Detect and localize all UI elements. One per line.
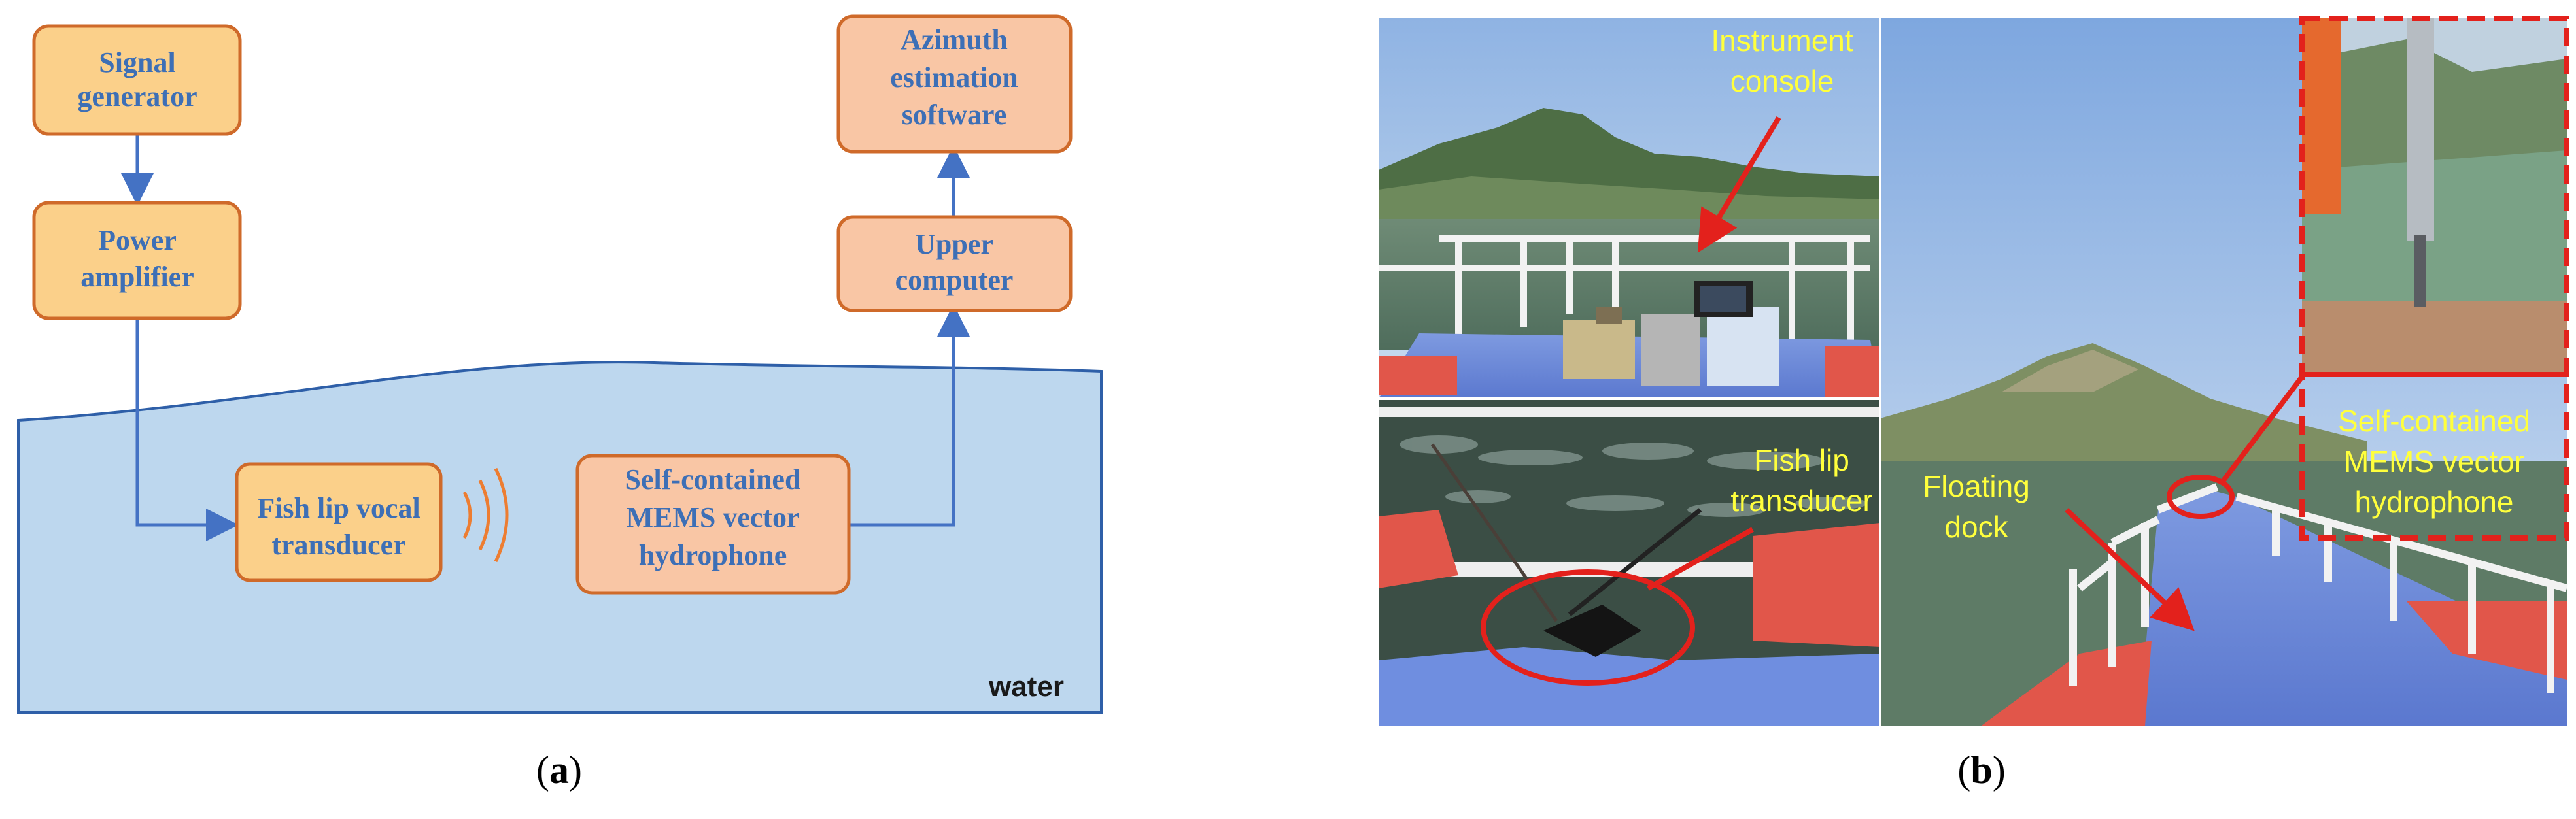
photo-instrument-console	[1379, 18, 1880, 399]
label-fish-lip-transducer-line2: transducer	[1730, 484, 1872, 518]
node-azimuth-software-line2: estimation	[890, 61, 1018, 93]
node-azimuth-software-line1: Azimuth	[901, 24, 1008, 56]
dock-pointer-arrow	[2065, 508, 2195, 631]
panel-a: water Signal generator Power amplifier F…	[17, 14, 1103, 792]
sound-wave-icon	[462, 467, 509, 563]
water-body	[17, 361, 1103, 714]
node-upper-computer-line1: Upper	[915, 228, 993, 260]
node-upper-computer: Upper computer	[836, 215, 1073, 312]
label-instrument-console-line1: Instrument	[1711, 24, 1853, 58]
caption-b: (b)	[1957, 748, 2005, 792]
node-hydrophone-line1: Self-contained	[625, 463, 801, 495]
node-fish-lip-transducer-line1: Fish lip vocal	[257, 492, 420, 524]
label-hydrophone-line2: MEMS vector	[2344, 444, 2524, 478]
photo-floating-dock	[1880, 16, 2569, 726]
node-power-amplifier-line2: amplifier	[80, 261, 194, 293]
label-hydrophone-line1: Self-contained	[2338, 404, 2530, 438]
node-hydrophone: Self-contained MEMS vector hydrophone	[575, 454, 851, 595]
hydrophone-highlight-circle	[2167, 475, 2235, 519]
label-floating-dock-line2: dock	[1944, 510, 2008, 544]
arrow-hydrophone-to-upper	[849, 304, 970, 527]
label-floating-dock-line1: Floating	[1923, 469, 2030, 503]
node-hydrophone-line2: MEMS vector	[626, 501, 799, 533]
photo-fish-lip-transducer	[1379, 399, 1880, 726]
label-instrument-console-line2: console	[1730, 64, 1834, 98]
node-signal-generator: Signal generator	[32, 24, 242, 136]
node-fish-lip-transducer-line2: transducer	[271, 529, 405, 561]
caption-a: (a)	[536, 748, 582, 792]
console-pointer-arrow	[1697, 116, 1781, 253]
label-fish-lip-transducer-line1: Fish lip	[1754, 443, 1849, 477]
node-azimuth-software: Azimuth estimation software	[836, 14, 1073, 154]
node-upper-computer-line2: computer	[895, 264, 1014, 296]
label-hydrophone-line3: hydrophone	[2355, 485, 2514, 519]
panel-b: Instrument console Fish lip transducer F…	[1379, 16, 2569, 792]
node-signal-generator-line2: generator	[77, 80, 197, 112]
node-power-amplifier: Power amplifier	[32, 201, 242, 320]
node-power-amplifier-line1: Power	[98, 224, 177, 256]
water-label: water	[988, 671, 1064, 703]
hydrophone-inset-frame	[2299, 16, 2569, 377]
arrow-power-to-transducer	[135, 318, 239, 541]
node-signal-generator-line1: Signal	[99, 46, 175, 78]
node-azimuth-software-line3: software	[902, 99, 1006, 131]
transducer-highlight-circle	[1481, 569, 1695, 686]
node-fish-lip-transducer: Fish lip vocal transducer	[235, 462, 443, 582]
node-hydrophone-line3: hydrophone	[639, 539, 787, 571]
transducer-pointer-arrow	[1647, 527, 1754, 591]
hydrophone-pointer-line	[2221, 371, 2308, 482]
